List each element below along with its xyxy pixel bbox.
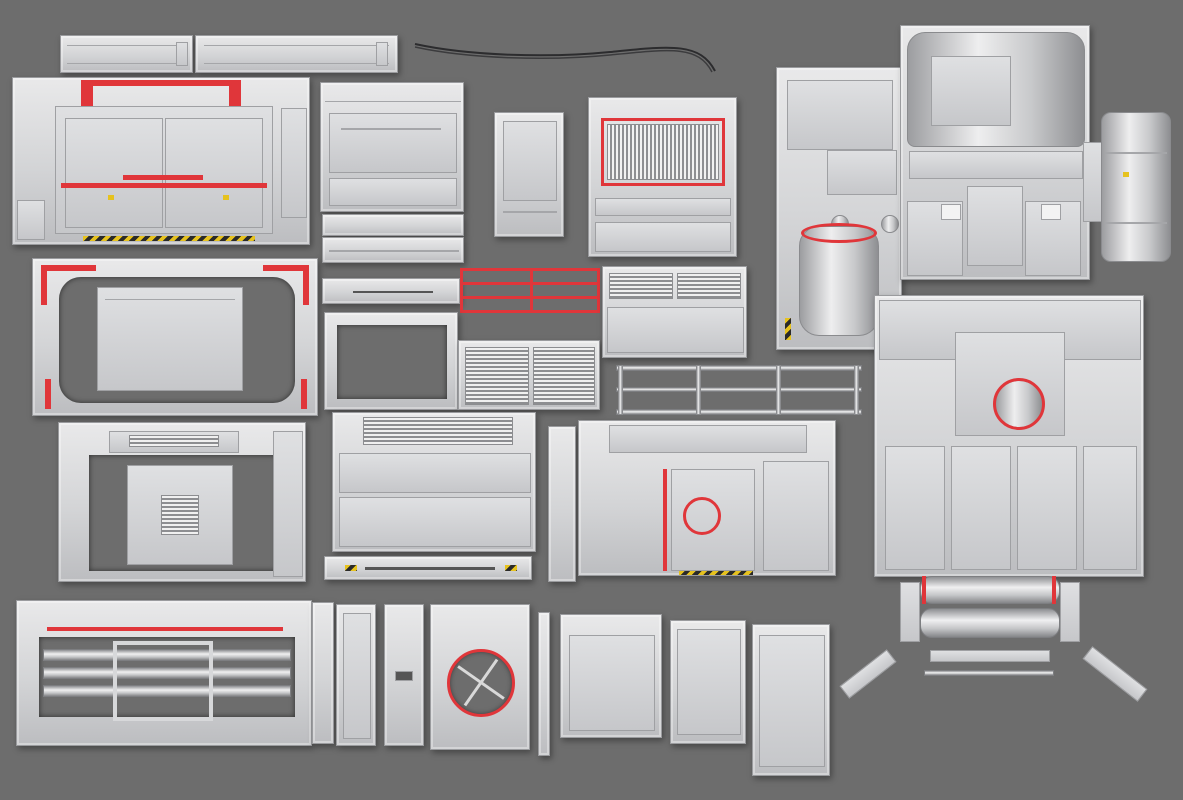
window-frame: [324, 312, 458, 410]
wall-panel-plain-2: [670, 620, 746, 744]
tall-pillar-module: [776, 67, 902, 350]
small-wall-panel: [494, 112, 564, 237]
guard-railing: [616, 365, 862, 417]
wall-panel-plain-3: [752, 624, 830, 776]
mesh-grate-panel: [458, 340, 600, 410]
red-railing: [460, 268, 600, 314]
cable-wire: [414, 43, 716, 73]
ceiling-vent-panel: [332, 412, 536, 552]
door-frame-red-corners: [32, 258, 318, 416]
thin-panel-4: [538, 612, 550, 756]
thin-panel-2: [336, 604, 376, 746]
wall-panel-stack: [320, 82, 464, 212]
machine-unit-large: [874, 295, 1144, 577]
top-strip-right: [195, 35, 398, 73]
top-strip-left: [60, 35, 193, 73]
canister-module: [1083, 112, 1173, 262]
wall-panel-strip-b: [322, 237, 464, 263]
vent-panel-red: [588, 97, 737, 257]
door-frame-large: [12, 77, 310, 245]
thin-panel-3: [384, 604, 424, 746]
reactor-module: [900, 25, 1090, 280]
wall-panel-plain-1: [560, 614, 662, 738]
floor-trim-strip: [324, 556, 532, 580]
wall-panel-strip-a: [322, 214, 464, 236]
frame-with-vent: [58, 422, 306, 582]
sliding-door: [578, 420, 836, 576]
pipe-rack-panel: [16, 600, 312, 746]
fan-panel: [430, 604, 530, 750]
narrow-pillar-panel: [548, 426, 576, 582]
long-trim-strip: [322, 278, 460, 304]
thin-panel-1: [312, 602, 334, 744]
pipe-stand: [830, 572, 1170, 707]
double-vent-block: [602, 266, 747, 358]
